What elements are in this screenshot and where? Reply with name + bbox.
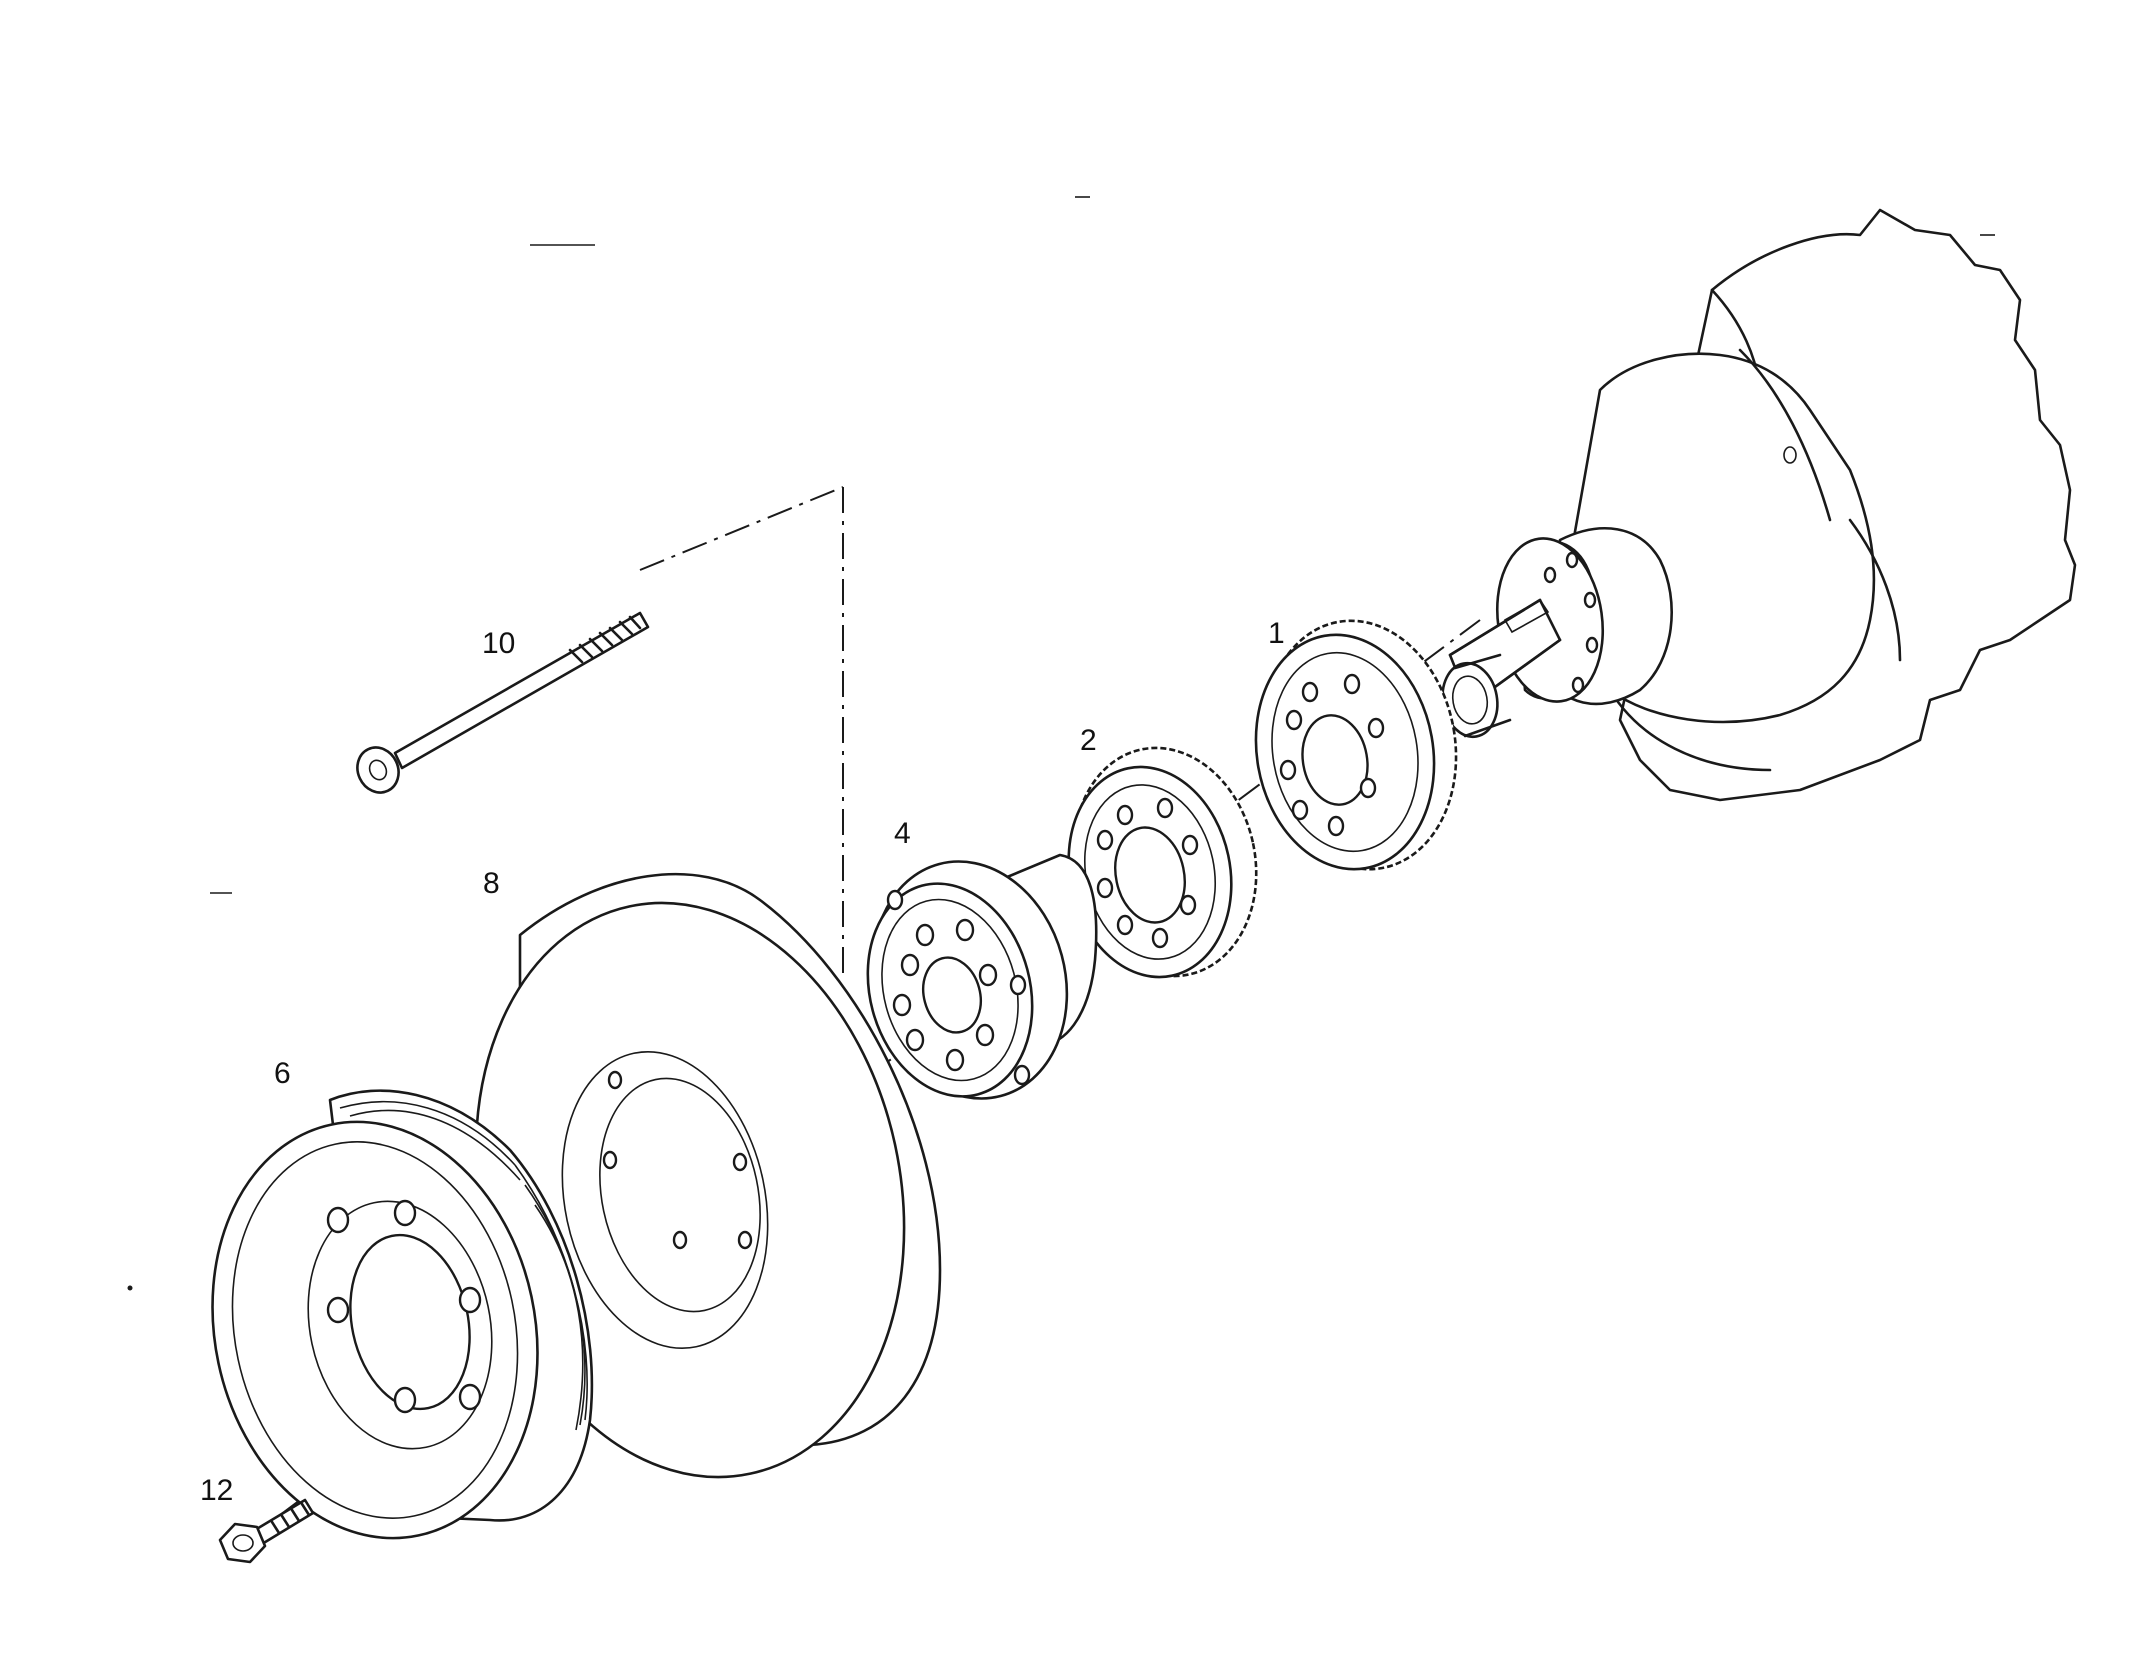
callout-part-2: 2 [1080,724,1097,757]
callout-part-8: 8 [483,867,500,900]
callout-part-12: 12 [200,1474,233,1507]
bolt-10 [356,611,650,794]
gear-1 [1254,619,1458,871]
gear-2 [1067,746,1258,979]
bolt-12 [218,1498,315,1564]
callout-part-4: 4 [894,817,911,850]
crankshaft [1441,208,2077,802]
scan-specks [127,196,1995,1291]
callout-part-10: 10 [482,627,515,660]
callout-part-6: 6 [274,1057,291,1090]
hub-4 [866,853,1098,1100]
callout-part-1: 1 [1268,617,1285,650]
pulley-6 [211,1089,594,1540]
